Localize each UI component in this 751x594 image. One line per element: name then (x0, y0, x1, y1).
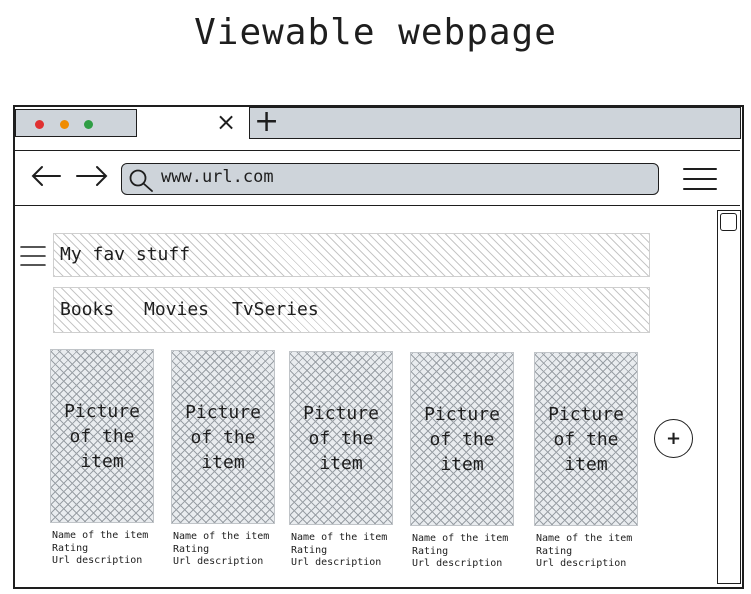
nav-tvseries[interactable]: TvSeries (232, 299, 319, 320)
site-menu-icon[interactable] (20, 245, 46, 267)
forward-arrow-icon[interactable] (75, 164, 109, 188)
back-arrow-icon[interactable] (30, 164, 62, 188)
item-url[interactable]: Url description (412, 558, 503, 569)
item-rating: Rating (291, 544, 328, 556)
address-bar[interactable] (121, 163, 659, 195)
item-picture-label: Picture of the item (303, 402, 379, 474)
window-minimize-dot[interactable] (60, 120, 69, 129)
item-rating: Rating (412, 545, 449, 557)
toolbar-divider-top (13, 150, 740, 151)
item-url[interactable]: Url description (536, 558, 627, 569)
item-details: Name of the item Rating Url description (536, 533, 632, 571)
item-name: Name of the item (291, 532, 388, 543)
item-details: Name of the item Rating Url description (173, 531, 269, 569)
item-picture[interactable]: Picture of the item (534, 352, 638, 526)
nav-books[interactable]: Books (60, 299, 115, 320)
item-details: Name of the item Rating Url description (291, 532, 387, 570)
add-item-button[interactable]: + (654, 419, 693, 458)
item-picture[interactable]: Picture of the item (171, 350, 275, 524)
item-picture[interactable]: Picture of the item (50, 349, 154, 523)
window-maximize-dot[interactable] (84, 120, 93, 129)
scrollbar[interactable] (717, 210, 741, 584)
address-bar-url[interactable]: www.url.com (161, 167, 274, 187)
search-icon (129, 169, 153, 192)
item-details: Name of the item Rating Url description (412, 533, 508, 571)
nav-movies[interactable]: Movies (144, 299, 210, 320)
item-name: Name of the item (412, 533, 509, 544)
window-close-dot[interactable] (35, 120, 44, 129)
item-rating: Rating (536, 545, 573, 557)
item-picture-label: Picture of the item (64, 400, 140, 472)
item-picture[interactable]: Picture of the item (289, 351, 393, 525)
page-title: Viewable webpage (194, 12, 557, 53)
item-name: Name of the item (536, 533, 633, 544)
item-picture-label: Picture of the item (185, 401, 261, 473)
hamburger-menu-icon[interactable] (682, 166, 718, 192)
site-header (53, 233, 650, 277)
toolbar-divider-bottom (13, 205, 740, 206)
item-url[interactable]: Url description (173, 556, 264, 567)
item-url[interactable]: Url description (291, 557, 382, 568)
item-rating: Rating (52, 542, 89, 554)
item-details: Name of the item Rating Url description (52, 530, 148, 568)
item-url[interactable]: Url description (52, 555, 143, 566)
item-picture-label: Picture of the item (424, 403, 500, 475)
tab-strip (249, 107, 741, 139)
tab-close-icon[interactable]: × (216, 108, 237, 136)
site-title: My fav stuff (60, 244, 191, 265)
new-tab-icon[interactable]: + (254, 104, 280, 139)
item-picture-label: Picture of the item (548, 403, 624, 475)
item-name: Name of the item (173, 531, 270, 542)
scrollbar-thumb[interactable] (720, 213, 737, 231)
category-nav (53, 287, 650, 333)
browser-tab[interactable] (15, 109, 137, 137)
item-name: Name of the item (52, 530, 149, 541)
item-picture[interactable]: Picture of the item (410, 352, 514, 526)
item-rating: Rating (173, 543, 210, 555)
